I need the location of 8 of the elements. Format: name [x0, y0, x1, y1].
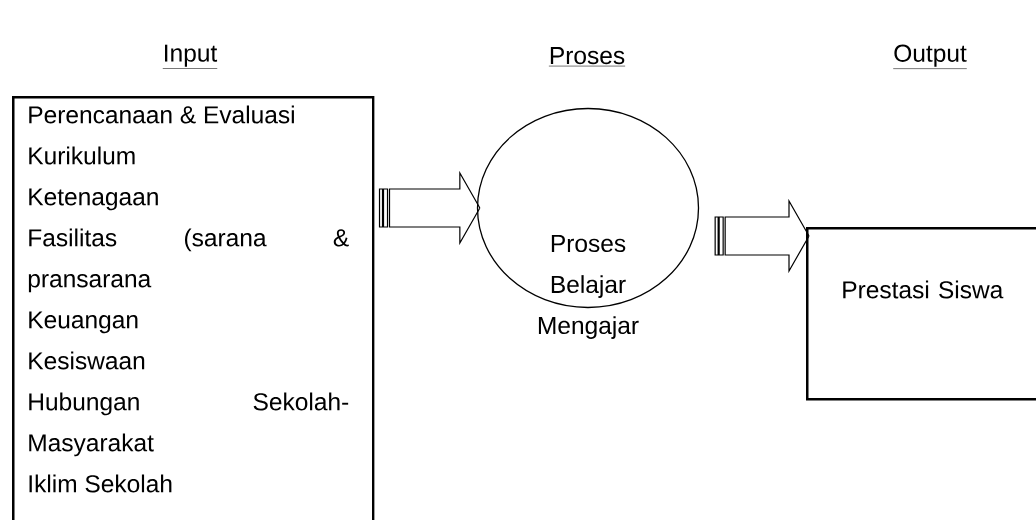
output-box: Prestasi Siswa: [806, 227, 1036, 401]
column-heading: Output: [892, 44, 968, 69]
column-heading: Proses: [548, 47, 626, 67]
block-arrow: [714, 198, 810, 274]
node-label: Mengajar: [538, 316, 639, 339]
block-arrow: [378, 170, 481, 246]
column-heading: Input: [162, 44, 218, 69]
input-box: Perencanaan & Evaluasi Kurikulum Ketenagaan Fasilitas (sarana & pransarana Keuangan Kesiswaan Hubungan Sekolah-Masyarakat Iklim Sekolah: [12, 96, 375, 520]
